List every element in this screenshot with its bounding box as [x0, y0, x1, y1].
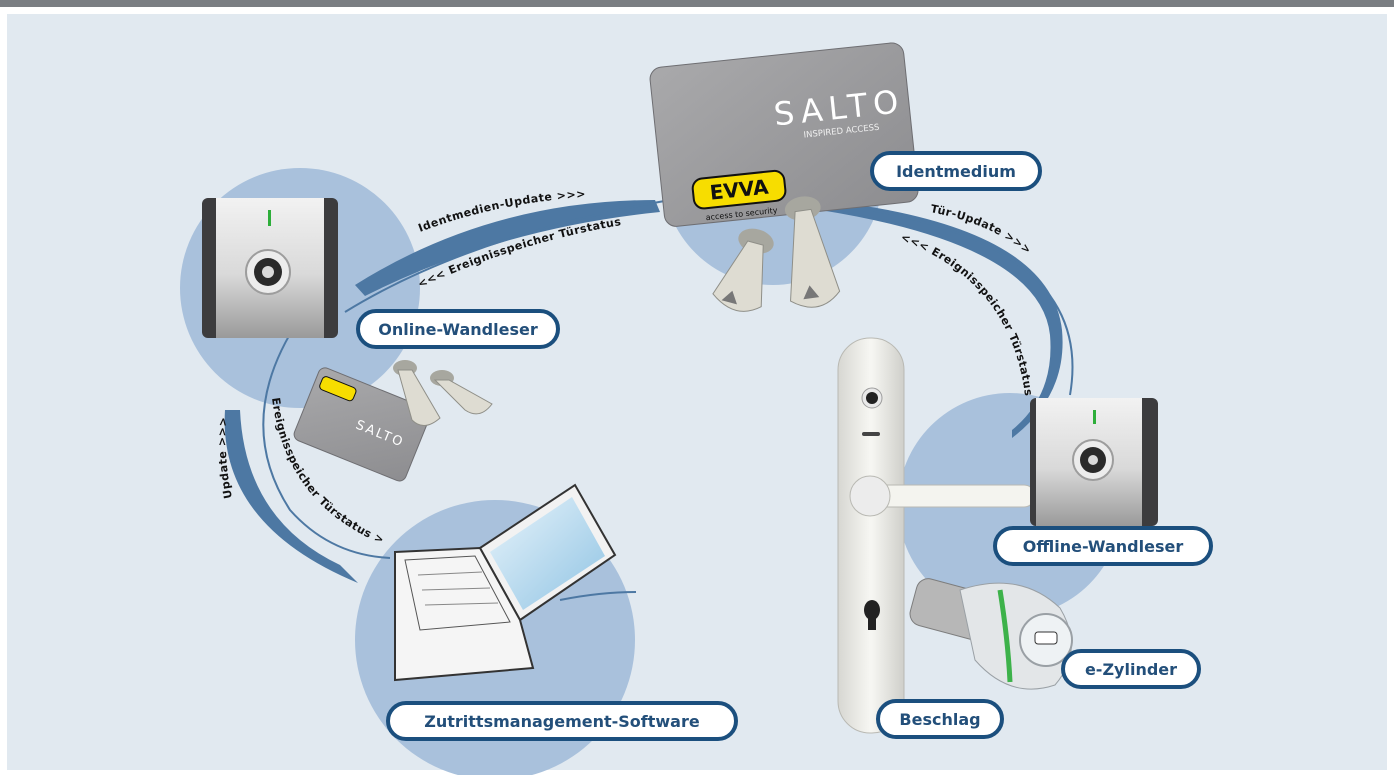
label-software: Zutrittsmanagement-Software: [386, 701, 738, 741]
offline-reader-device: [1030, 398, 1158, 526]
svg-text:Beschlag: Beschlag: [899, 710, 980, 729]
cylinder-led-ring: [997, 589, 1013, 683]
offline-status-led: [1093, 410, 1096, 424]
flow-ereignis-right: <<< Ereignisspeicher Türstatus: [899, 231, 1035, 397]
laptop-screen: [490, 497, 605, 610]
laptop-device: [394, 483, 617, 682]
svg-text:Offline-Wandleser: Offline-Wandleser: [1023, 537, 1184, 556]
key-tags-small: [393, 360, 493, 426]
salto-card-large: SALTO INSPIRED ACCESS EVVA access to sec…: [649, 42, 919, 227]
online-status-led: [268, 210, 271, 226]
svg-text:Online-Wandleser: Online-Wandleser: [378, 320, 538, 339]
label-identmedium: Identmedium: [870, 151, 1042, 191]
flow-arrows: [224, 199, 1074, 601]
online-reader-device: [202, 198, 338, 338]
key-tag-1: [712, 228, 774, 312]
label-cylinder: e-Zylinder: [1061, 649, 1201, 689]
line-ereignis-left: [262, 317, 391, 559]
line-ereignis-right: [869, 209, 1074, 396]
label-fitting: Beschlag: [876, 699, 1004, 739]
door-fitting: [837, 337, 1036, 734]
svg-text:e-Zylinder: e-Zylinder: [1085, 660, 1177, 679]
top-border: [0, 0, 1394, 7]
arrow-update-left: [224, 410, 358, 583]
line-software-link: [559, 591, 637, 601]
arrow-identmedien-update: [355, 200, 660, 296]
label-offline-reader: Offline-Wandleser: [993, 526, 1213, 566]
key-tags-large: [712, 196, 841, 312]
key-tag-2: [784, 196, 841, 308]
svg-text:Identmedium: Identmedium: [896, 162, 1016, 181]
laptop-base: [394, 546, 535, 682]
salto-card-small: SALTO: [293, 367, 431, 482]
svg-text:Zutrittsmanagement-Software: Zutrittsmanagement-Software: [424, 712, 700, 731]
keyhole-icon: [262, 266, 274, 278]
arrow-tuer-update: [820, 200, 1063, 438]
e-cylinder-device: [909, 578, 1073, 690]
line-ereignis-top: [344, 199, 671, 313]
label-online-reader: Online-Wandleser: [356, 309, 560, 349]
